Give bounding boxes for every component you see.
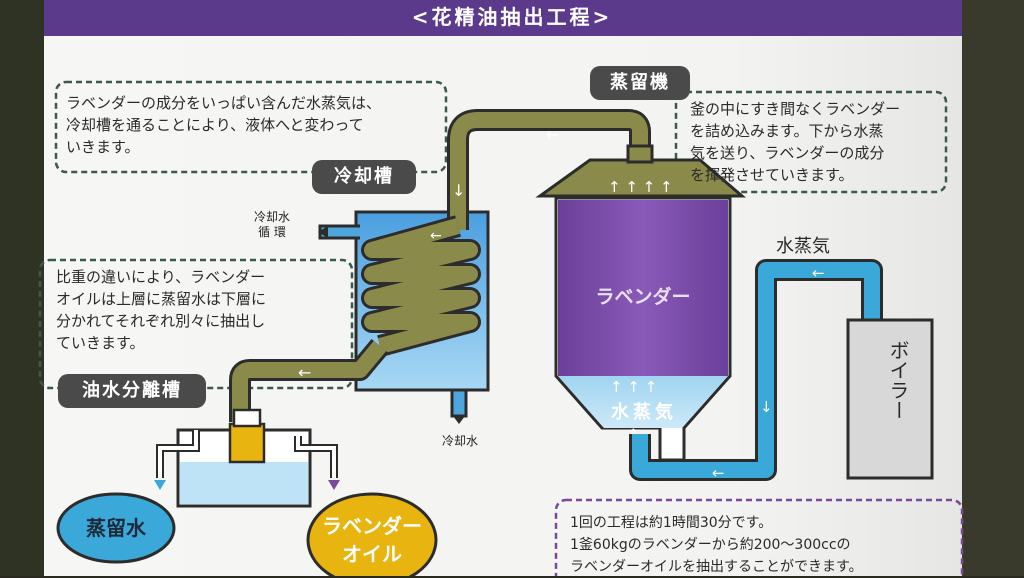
background-right (960, 0, 1024, 576)
svg-text:←: ← (430, 228, 442, 244)
condenser-label: 冷却槽 (312, 160, 416, 194)
steam-label: 水蒸気 (776, 236, 830, 257)
boiler-pipe (632, 262, 880, 478)
svg-text:←: ← (812, 264, 825, 282)
svg-text:↓: ↓ (760, 398, 773, 416)
condensate-pipe (232, 340, 387, 422)
svg-text:←: ← (712, 464, 725, 482)
still-note-box (674, 90, 948, 194)
steam-in-still-label: 水蒸気 (611, 402, 677, 423)
water-down-arrow-icon (154, 480, 166, 490)
svg-text:↓: ↓ (452, 181, 465, 200)
lavender-oil-label: ラベンダー オイル (322, 514, 422, 566)
distilled-water-label: 蒸留水 (86, 516, 146, 540)
boiler-pipe-arrows: ← ↓ ← ↑ (712, 264, 876, 482)
boiler-label: ボイラー (886, 340, 910, 420)
oil-outlet-pipe (296, 436, 336, 478)
distilled-water-oval (56, 492, 176, 564)
lavender-chamber (558, 200, 728, 376)
water-outlet-pipe (158, 430, 198, 478)
oil-down-arrow-icon (328, 480, 340, 490)
cooling-outlet-arrow-icon (318, 226, 328, 238)
svg-text:←: ← (298, 363, 311, 382)
boiler (846, 318, 934, 480)
still-neck (626, 144, 654, 164)
cooling-water-label: 冷却水 (441, 434, 478, 448)
separator-water-layer (180, 462, 308, 504)
lavender-oil-oval (306, 492, 438, 576)
pipe-arrows: ← ↓ ← ← (298, 125, 559, 382)
separator-note: 比重の違いにより、ラベンダー オイルは上層に蒸留水は下層に 分かれてそれぞれ別々… (56, 268, 267, 352)
oil-collector (228, 422, 266, 464)
process-note-box (554, 498, 964, 576)
cooling-water-cycle-label: 冷却水 循 環 (253, 210, 290, 239)
title-bar (44, 0, 962, 36)
still-note: 釜の中にすき間なくラベンダー を詰め込みます。下から水蒸 気を送り、ラベンダーの… (690, 100, 901, 184)
condenser-note: ラベンダーの成分をいっぱい含んだ水蒸気は、 冷却槽を通ることにより、液体へと変わ… (66, 94, 382, 156)
steam-chamber (558, 376, 728, 428)
still-label: 蒸留機 (590, 66, 690, 100)
lavender-label: ラベンダー (595, 286, 691, 308)
svg-text:↑ ↑ ↑: ↑ ↑ ↑ (610, 378, 657, 396)
still-lid (535, 158, 747, 198)
separator-inlet (232, 408, 262, 428)
cooling-inlet-arrow-icon (453, 416, 465, 424)
svg-text:↑ ↑ ↑ ↑: ↑ ↑ ↑ ↑ (608, 178, 673, 196)
svg-text:←: ← (546, 125, 559, 144)
process-note: 1回の工程は約1時間30分です。 1釜60kgのラベンダーから約200～300c… (570, 515, 863, 575)
page-title: <花精油抽出工程> (411, 5, 613, 29)
condenser-note-box (54, 80, 448, 174)
still-up-arrows: ↑ ↑ ↑ ↑ ↑ ↑ ↑ ↑ (608, 178, 673, 442)
cooling-water-inlet-pipe (450, 388, 468, 418)
separator-note-box (38, 258, 354, 390)
condenser-coil (361, 215, 481, 357)
separator-label: 油水分離槽 (58, 374, 206, 408)
steam-pipe (450, 112, 648, 230)
